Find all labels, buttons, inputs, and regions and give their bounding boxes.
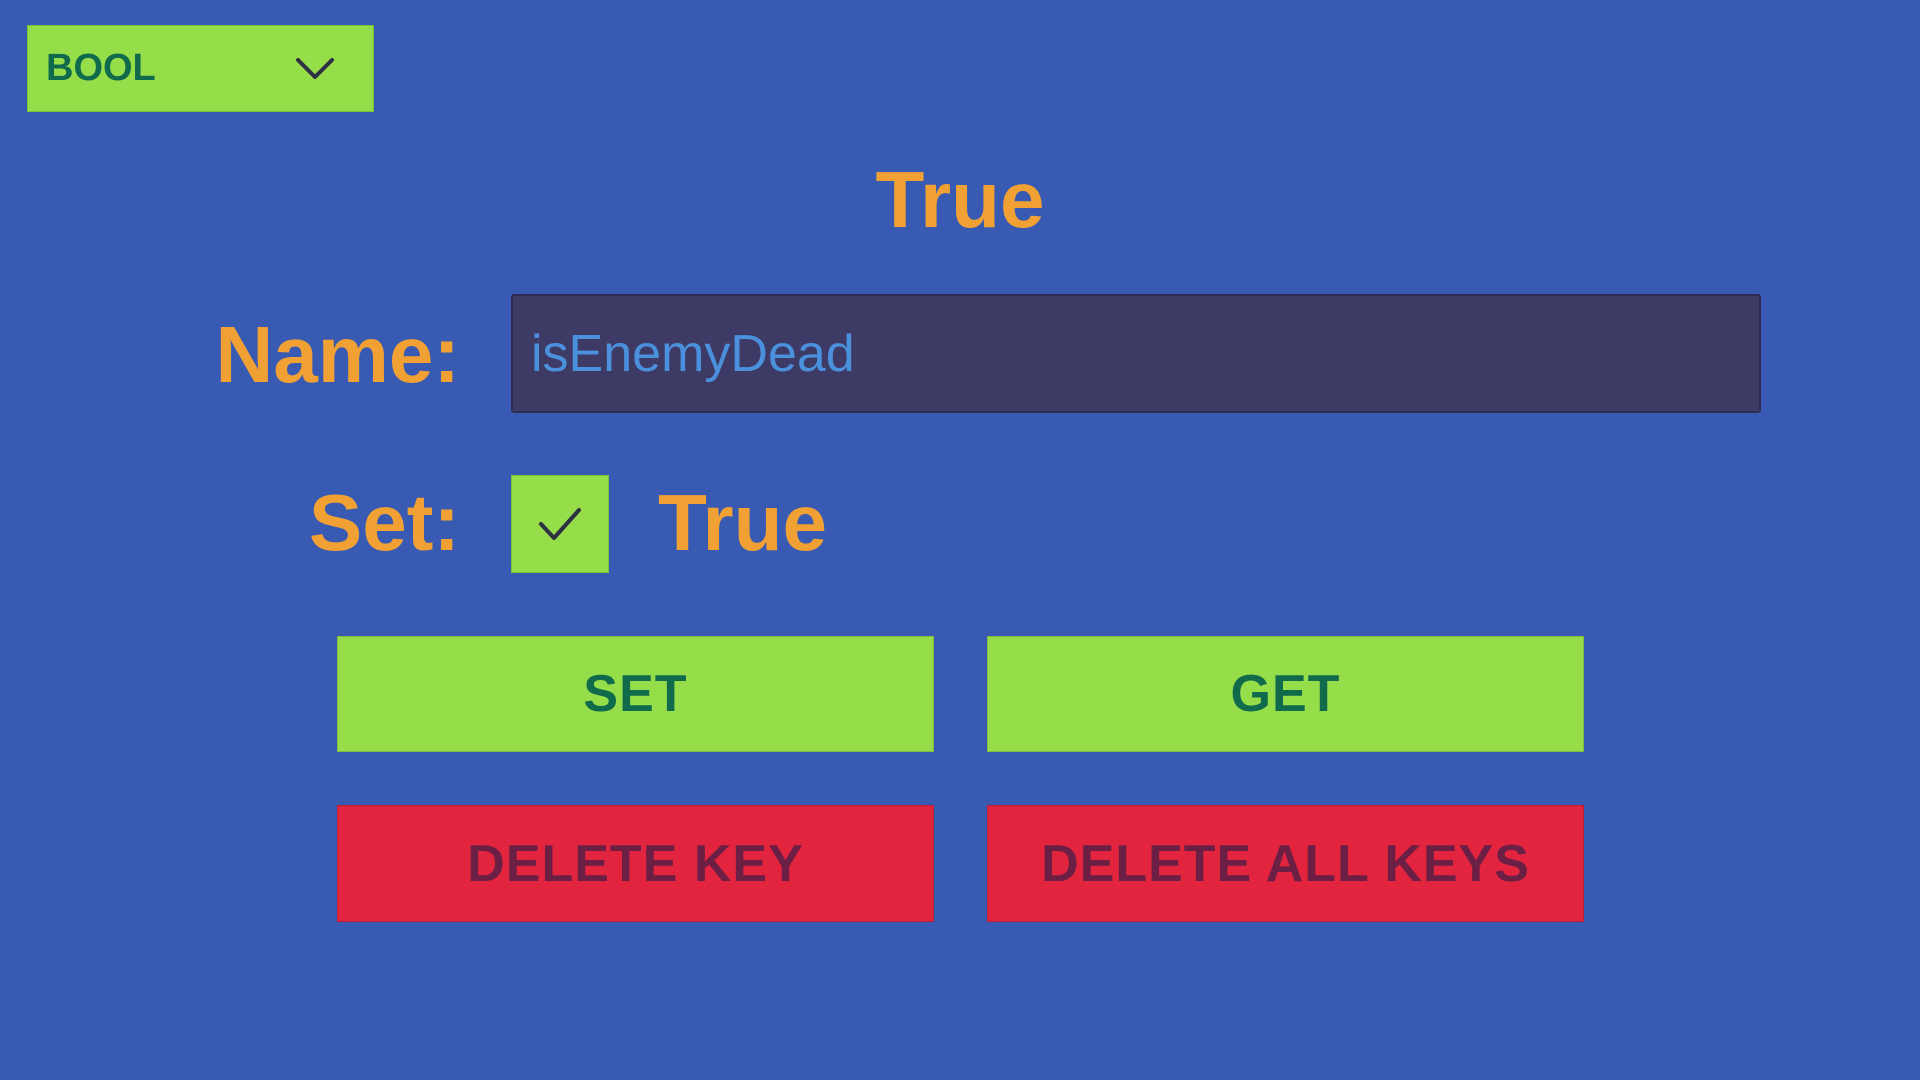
get-button[interactable]: GET bbox=[987, 636, 1584, 752]
name-label: Name: bbox=[215, 310, 460, 399]
set-value-label: True bbox=[658, 478, 827, 567]
name-input[interactable] bbox=[511, 294, 1761, 413]
result-value: True bbox=[875, 155, 1045, 244]
delete-key-button[interactable]: DELETE KEY bbox=[337, 805, 934, 922]
type-dropdown-value: BOOL bbox=[46, 47, 156, 89]
set-value-checkbox[interactable] bbox=[511, 475, 609, 573]
chevron-down-icon bbox=[293, 54, 337, 84]
delete-all-keys-button[interactable]: DELETE ALL KEYS bbox=[987, 805, 1584, 922]
checkmark-icon bbox=[539, 508, 581, 540]
set-button[interactable]: SET bbox=[337, 636, 934, 752]
type-dropdown[interactable]: BOOL bbox=[27, 25, 374, 112]
set-label: Set: bbox=[308, 478, 460, 567]
